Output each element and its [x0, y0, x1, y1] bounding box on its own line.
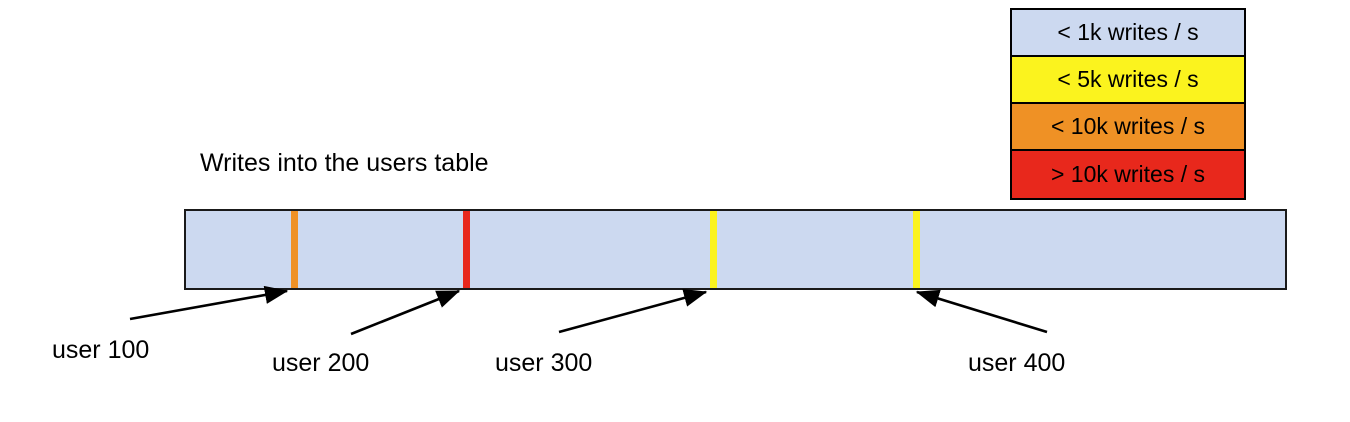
arrow-user-300 [558, 289, 708, 334]
legend-entry-lt-10k: < 10k writes / s [1012, 104, 1244, 151]
arrow-user-200 [350, 289, 461, 336]
arrow-user-400 [915, 289, 1048, 334]
legend-entry-lt-5k: < 5k writes / s [1012, 57, 1244, 104]
legend-entry-lt-1k: < 1k writes / s [1012, 10, 1244, 57]
arrow-user-100 [129, 285, 289, 321]
pointer-label-user-300: user 300 [495, 349, 593, 377]
divider-user-400 [913, 211, 920, 288]
write-rate-legend: < 1k writes / s < 5k writes / s < 10k wr… [1010, 8, 1246, 200]
legend-entry-gt-10k: > 10k writes / s [1012, 151, 1244, 198]
pointer-label-user-200: user 200 [272, 349, 370, 377]
legend-entry-label: < 10k writes / s [1050, 113, 1206, 139]
legend-entry-label: < 5k writes / s [1057, 66, 1199, 92]
diagram-title: Writes into the users table [200, 149, 489, 177]
divider-user-200 [463, 211, 470, 288]
pointer-label-user-400: user 400 [968, 349, 1066, 377]
divider-user-100 [291, 211, 298, 288]
legend-entry-label: > 10k writes / s [1050, 161, 1206, 187]
divider-user-300 [710, 211, 717, 288]
pointer-label-user-100: user 100 [52, 336, 150, 364]
legend-entry-label: < 1k writes / s [1057, 19, 1199, 45]
users-table-keyspace-band [184, 209, 1287, 290]
